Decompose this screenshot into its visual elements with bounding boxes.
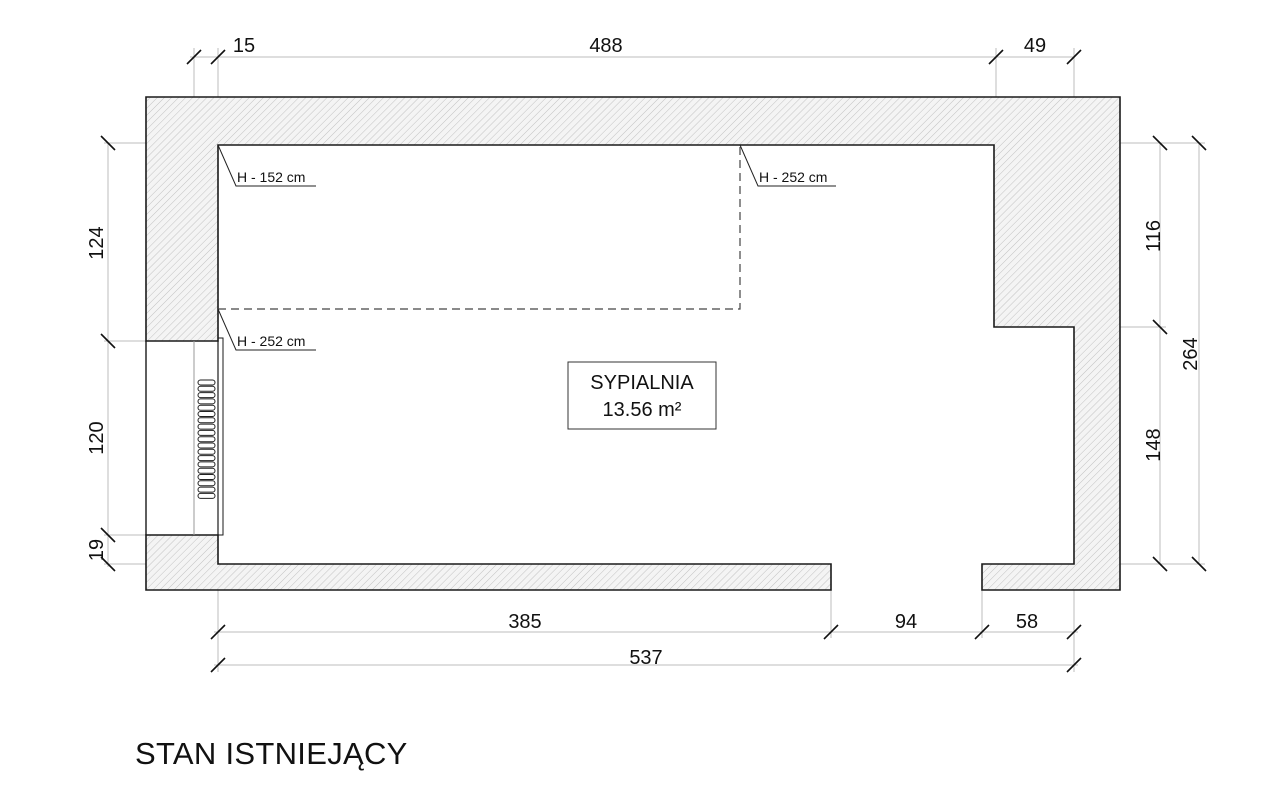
height-label-2: H - 252 cm (759, 169, 827, 185)
dim-top-right: 49 (1024, 35, 1046, 57)
height-leaders (217, 144, 836, 351)
dim-left-mid: 120 (86, 421, 108, 454)
dim-top-mid: 488 (589, 35, 622, 57)
height-label-3: H - 252 cm (237, 333, 305, 349)
dim-bot-left: 385 (508, 611, 541, 633)
dim-bot-total: 537 (629, 647, 662, 669)
dim-top-left: 15 (233, 35, 255, 57)
ceiling-slope-outline (218, 145, 741, 310)
dimension-ticks (100, 49, 1207, 673)
window-opening (145, 337, 224, 536)
room-name: SYPIALNIA (590, 372, 694, 394)
dim-bot-right: 58 (1016, 611, 1038, 633)
dim-right-top: 116 (1143, 220, 1165, 252)
room-area: 13.56 m² (603, 399, 682, 421)
wall-bottom-left (145, 534, 832, 591)
dim-right-total: 264 (1180, 337, 1202, 370)
radiator-icon (197, 379, 216, 499)
drawing-title: STAN ISTNIEJĄCY (135, 736, 408, 771)
room-label: SYPIALNIA 13.56 m² (567, 361, 717, 430)
dim-bot-mid: 94 (895, 611, 917, 633)
dim-right-bot: 148 (1143, 428, 1165, 461)
dim-left-bot: 19 (86, 539, 108, 561)
dim-left-top: 124 (86, 226, 108, 259)
height-label-1: H - 152 cm (237, 169, 305, 185)
